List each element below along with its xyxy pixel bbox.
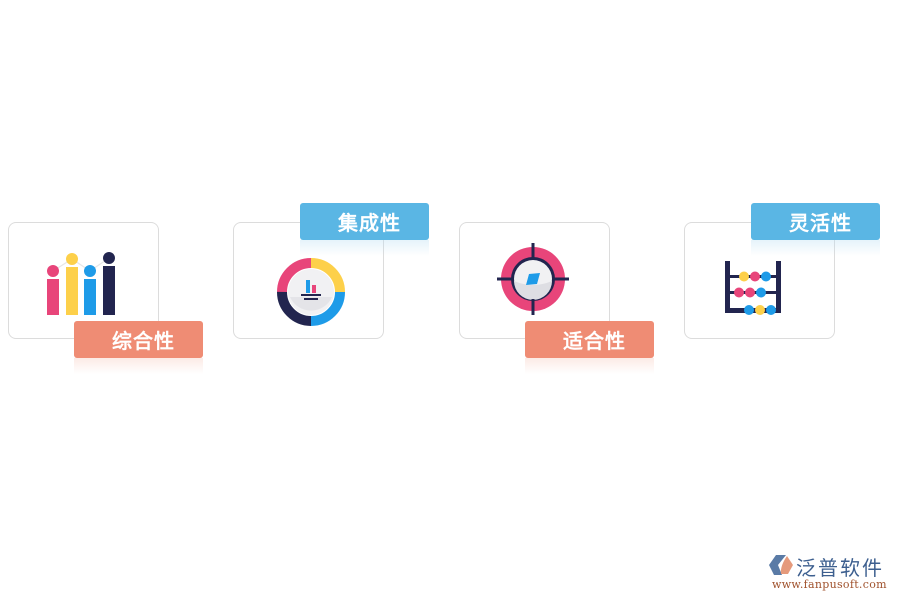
brand-url: www.fanpusoft.com bbox=[772, 578, 887, 591]
feature-label-text: 综合性 bbox=[112, 329, 175, 353]
feature-label-text: 灵活性 bbox=[789, 211, 852, 235]
feature-label-comprehensive: 综合性 bbox=[74, 321, 203, 358]
abacus-icon bbox=[725, 261, 781, 315]
feature-label-text: 适合性 bbox=[563, 329, 626, 353]
feature-card-flexibility bbox=[684, 222, 835, 339]
label-reflection bbox=[751, 240, 880, 256]
feature-label-text: 集成性 bbox=[338, 211, 401, 235]
bar-chart-icon bbox=[47, 252, 115, 315]
target-crosshair-icon bbox=[497, 243, 569, 315]
feature-card-suitability bbox=[459, 222, 610, 339]
brand-logo: 泛普软件 www.fanpusoft.com bbox=[768, 552, 893, 594]
donut-chart-icon bbox=[277, 258, 345, 326]
feature-card-integration bbox=[233, 222, 384, 339]
brand-name: 泛普软件 bbox=[796, 556, 884, 580]
feature-label-flexibility: 灵活性 bbox=[751, 203, 880, 240]
fanpu-logo-icon bbox=[769, 555, 793, 575]
label-reflection bbox=[525, 358, 654, 374]
label-reflection bbox=[74, 358, 203, 374]
label-reflection bbox=[300, 240, 429, 256]
feature-label-suitability: 适合性 bbox=[525, 321, 654, 358]
feature-label-integration: 集成性 bbox=[300, 203, 429, 240]
feature-card-comprehensive bbox=[8, 222, 159, 339]
